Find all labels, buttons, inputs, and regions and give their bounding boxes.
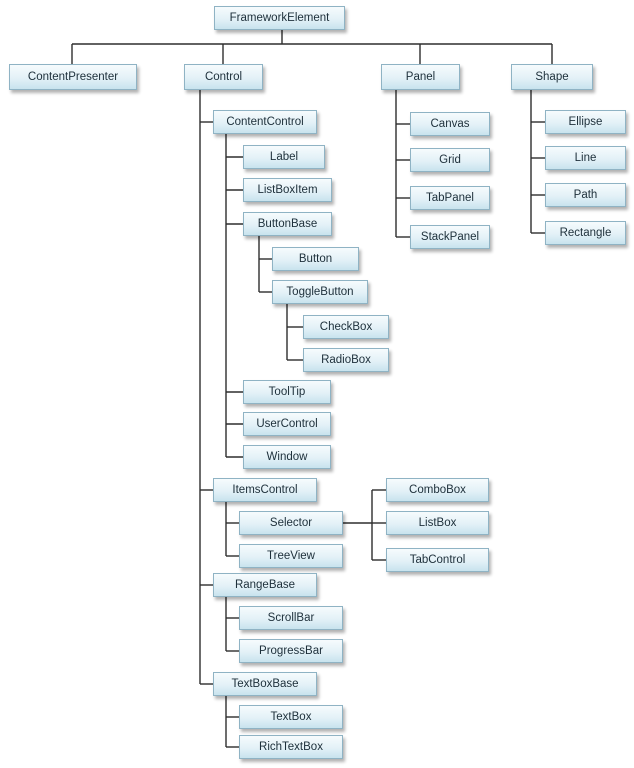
node-rich-text-box: RichTextBox: [239, 735, 343, 759]
node-button: Button: [272, 247, 359, 271]
node-label: Label: [243, 145, 325, 169]
node-tree-view: TreeView: [239, 544, 343, 568]
node-list-box: ListBox: [386, 511, 489, 535]
node-shape: Shape: [511, 64, 593, 90]
node-tab-control: TabControl: [386, 548, 489, 572]
node-toggle-button: ToggleButton: [272, 280, 368, 304]
node-line: Line: [545, 146, 626, 170]
node-check-box: CheckBox: [303, 315, 389, 339]
node-window: Window: [243, 445, 331, 469]
node-content-presenter: ContentPresenter: [9, 64, 137, 90]
node-canvas: Canvas: [410, 112, 490, 136]
node-rectangle: Rectangle: [545, 221, 626, 245]
node-grid: Grid: [410, 148, 490, 172]
node-progress-bar: ProgressBar: [239, 639, 343, 663]
node-ellipse: Ellipse: [545, 110, 626, 134]
node-tab-panel: TabPanel: [410, 186, 490, 210]
node-text-box: TextBox: [239, 705, 343, 729]
node-framework-element: FrameworkElement: [214, 6, 345, 30]
node-content-control: ContentControl: [213, 110, 317, 134]
node-selector: Selector: [239, 511, 343, 535]
node-user-control: UserControl: [243, 412, 331, 436]
node-combo-box: ComboBox: [386, 478, 489, 502]
node-path: Path: [545, 183, 626, 207]
node-control: Control: [184, 64, 263, 90]
node-radio-box: RadioBox: [303, 348, 389, 372]
node-button-base: ButtonBase: [243, 212, 332, 236]
node-items-control: ItemsControl: [213, 478, 317, 502]
node-scroll-bar: ScrollBar: [239, 606, 343, 630]
node-list-box-item: ListBoxItem: [243, 178, 332, 202]
node-panel: Panel: [381, 64, 460, 90]
node-stack-panel: StackPanel: [410, 225, 490, 249]
node-range-base: RangeBase: [213, 573, 317, 597]
node-text-box-base: TextBoxBase: [213, 672, 317, 696]
node-tool-tip: ToolTip: [243, 380, 331, 404]
